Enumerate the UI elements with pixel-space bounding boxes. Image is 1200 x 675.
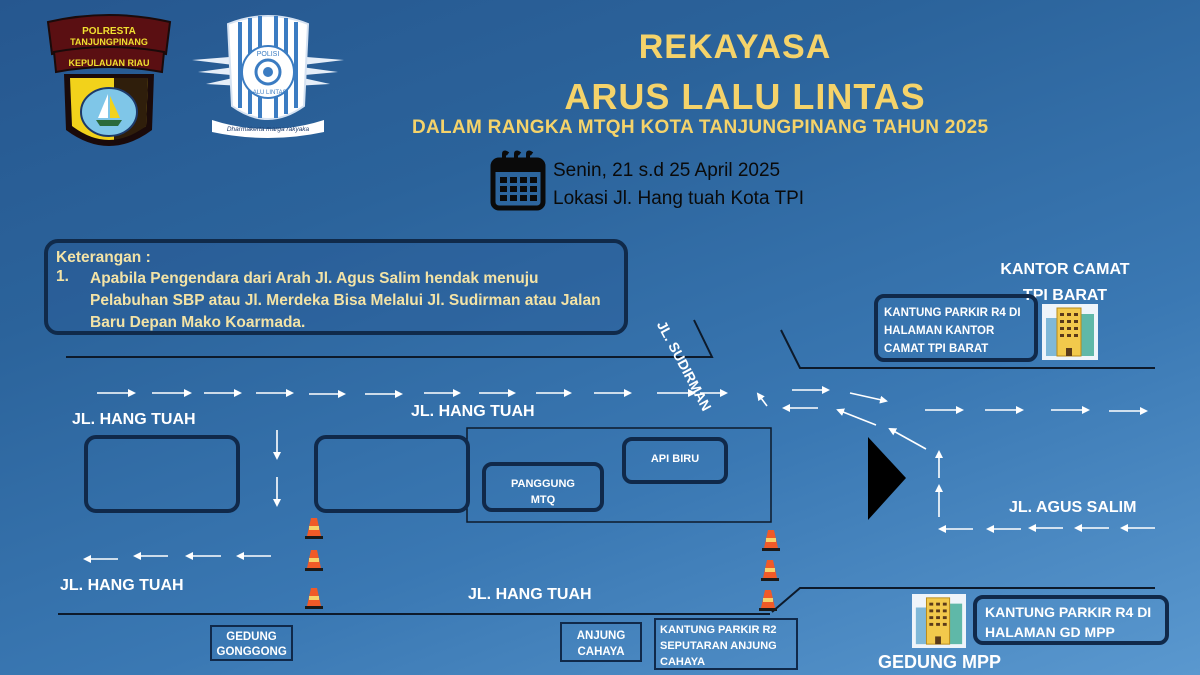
panggung-mtq: PANGGUNG MTQ (482, 462, 604, 512)
parkir-kantor-camat: KANTUNG PARKIR R4 DI HALAMAN KANTOR CAMA… (874, 294, 1038, 362)
building-icon (912, 594, 966, 648)
svg-text:POLRESTA: POLRESTA (82, 26, 136, 37)
parkir-gedung-mpp: KANTUNG PARKIR R4 DI HALAMAN GD MPP (973, 595, 1169, 645)
subtitle: DALAM RANGKA MTQH KOTA TANJUNGPINANG TAH… (412, 117, 989, 138)
road-label-hang-tuah: JL. HANG TUAH (411, 403, 535, 420)
city-block-middle (314, 435, 470, 513)
city-block-left (84, 435, 240, 513)
keterangan-heading: Keterangan : (56, 249, 151, 266)
svg-text:Dharmakerta marga rakyaka: Dharmakerta marga rakyaka (227, 126, 310, 133)
calendar-icon (490, 150, 546, 211)
parkir-r2-anjung-cahaya: KANTUNG PARKIR R2 SEPUTARAN ANJUNG CAHAY… (654, 618, 798, 670)
title-line-1: REKAYASA (638, 28, 832, 66)
gedung-mpp-label: GEDUNG MPP (878, 652, 1002, 672)
event-date: Senin, 21 s.d 25 April 2025 (553, 160, 781, 181)
keterangan-item: 1. Apabila Pengendara dari Arah Jl. Agus… (56, 268, 601, 331)
polisi-lalu-lintas-logo: POLISI LALU LINTAS Dharmakerta marga rak… (192, 15, 344, 138)
polresta-logo: POLRESTA TANJUNGPINANG KEPULAUAN RIAU (46, 14, 172, 146)
building-icon (1042, 304, 1098, 360)
svg-text:TANJUNGPINANG: TANJUNGPINANG (70, 37, 148, 47)
title-line-2: ARUS LALU LINTAS (564, 76, 926, 117)
road-label-hang-tuah: JL. HANG TUAH (72, 411, 196, 428)
road-label-agus-salim: JL. AGUS SALIM (1009, 499, 1137, 516)
event-location: Lokasi Jl. Hang tuah Kota TPI (553, 188, 805, 209)
api-biru: API BIRU (622, 437, 728, 484)
svg-text:KEPULAUAN RIAU: KEPULAUAN RIAU (69, 58, 150, 68)
road-label-hang-tuah: JL. HANG TUAH (60, 577, 184, 594)
keterangan-box: Keterangan : 1. Apabila Pengendara dari … (44, 239, 628, 335)
kantor-camat-label: KANTOR CAMAT TPI BARAT (1000, 261, 1130, 304)
traffic-cone-icon (305, 518, 780, 611)
svg-text:POLISI: POLISI (257, 51, 280, 58)
anjung-cahaya: ANJUNG CAHAYA (560, 622, 642, 662)
gedung-gonggong: GEDUNG GONGGONG (210, 625, 293, 661)
svg-text:LALU LINTAS: LALU LINTAS (249, 90, 286, 96)
road-label-hang-tuah: JL. HANG TUAH (468, 586, 592, 603)
